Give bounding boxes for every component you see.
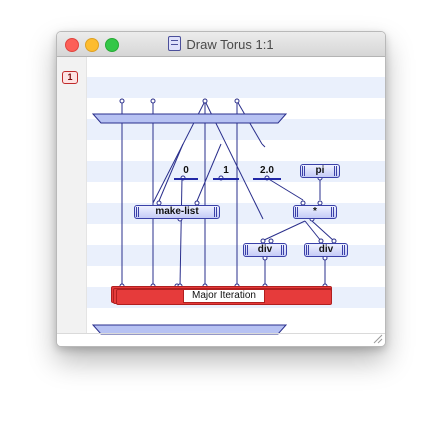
minimize-button[interactable]: [85, 38, 99, 52]
wire: [311, 220, 335, 242]
multiply-node[interactable]: *: [293, 205, 337, 219]
multiply-label: *: [313, 206, 317, 217]
wire: [304, 220, 322, 242]
wire: [158, 143, 184, 202]
port: [234, 98, 240, 104]
document-icon: [168, 36, 182, 51]
row-band: [87, 77, 385, 98]
constant-0-bar: [174, 178, 198, 180]
constant-1-bar: [213, 178, 239, 180]
iteration-badge: 1: [62, 71, 78, 84]
div-right-label: div: [318, 244, 334, 255]
make-list-label: make-list: [155, 206, 199, 217]
port: [119, 98, 125, 104]
zoom-button[interactable]: [105, 38, 119, 52]
resize-grip-icon[interactable]: [373, 334, 383, 344]
port: [150, 98, 156, 104]
constant-1-node[interactable]: 1: [223, 165, 229, 176]
wire: [179, 177, 183, 287]
constant-2-bar: [253, 178, 281, 180]
major-iteration-node[interactable]: Major Iteration: [111, 286, 332, 305]
make-list-node[interactable]: make-list: [134, 205, 220, 219]
iteration-output-bar: [91, 324, 288, 335]
div-left-node[interactable]: div: [243, 243, 287, 257]
wire: [196, 143, 222, 202]
major-iteration-label: Major Iteration: [183, 289, 265, 303]
row-band: [87, 119, 385, 140]
left-gutter: [57, 57, 87, 333]
div-left-label: div: [257, 244, 273, 255]
wire: [266, 177, 304, 201]
pi-node-label: pi: [315, 165, 325, 176]
app-window: Draw Torus 1:1 1: [56, 31, 386, 347]
canvas-bottom-divider: [57, 333, 385, 334]
constant-0-node[interactable]: 0: [183, 165, 189, 176]
graph-canvas[interactable]: 1: [57, 57, 385, 346]
close-button[interactable]: [65, 38, 79, 52]
wire: [261, 220, 306, 242]
constant-2-node[interactable]: 2.0: [260, 165, 274, 176]
window-title-area: Draw Torus 1:1: [57, 36, 385, 52]
pi-node[interactable]: pi: [300, 164, 340, 178]
title-bar[interactable]: Draw Torus 1:1: [57, 32, 385, 57]
wire: [261, 143, 266, 148]
div-right-node[interactable]: div: [304, 243, 348, 257]
window-title: Draw Torus 1:1: [186, 37, 274, 52]
iteration-input-bar: [91, 113, 288, 124]
port: [202, 98, 208, 104]
